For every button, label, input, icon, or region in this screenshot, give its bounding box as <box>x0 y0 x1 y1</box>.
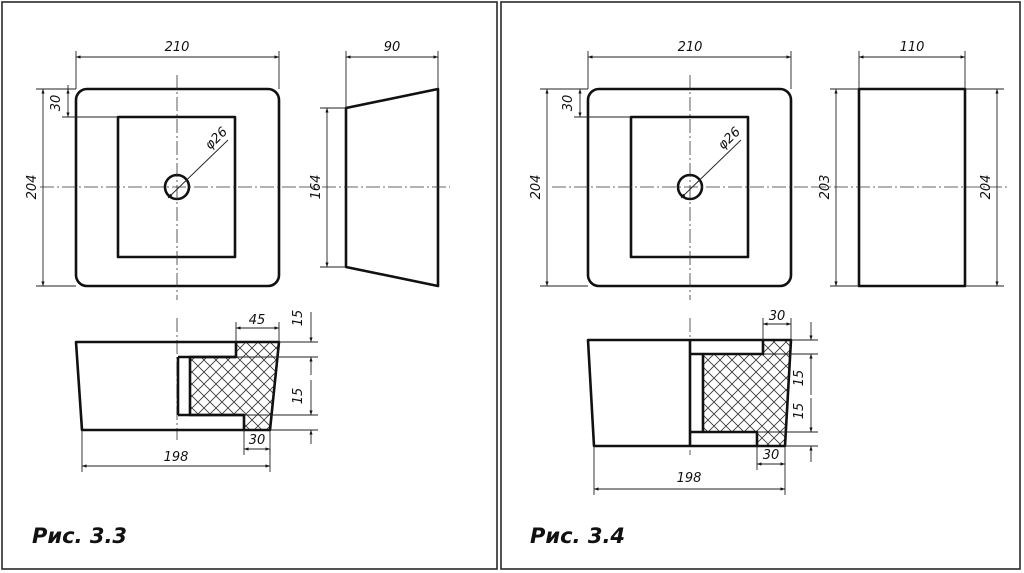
dim-sec-base: 198 <box>677 471 702 486</box>
panel-frame-left <box>1 1 498 570</box>
dim-height: 204 <box>529 175 544 200</box>
hole-leader <box>680 139 742 199</box>
figure-3-4: φ26 210 204 30 110 20 <box>500 1 1021 570</box>
dim-side-height-left: 203 <box>818 175 833 200</box>
dim-sec-t1: 15 <box>291 310 306 327</box>
side-view-left: 90 164 <box>300 40 450 288</box>
recess-edges <box>178 355 190 417</box>
dim-width: 210 <box>165 40 190 55</box>
dim-width: 210 <box>678 40 703 55</box>
side-view-right: 110 203 204 <box>812 40 1010 288</box>
dim-inset: 30 <box>49 95 64 112</box>
side-trapezoid <box>344 87 440 288</box>
panel-frame-right <box>500 1 1021 570</box>
section-hatch <box>190 342 279 430</box>
hole-diameter-label: φ26 <box>202 125 230 153</box>
dim-side-width: 110 <box>900 40 925 55</box>
section-inner <box>190 355 244 417</box>
dim-sec-bottom: 30 <box>249 433 266 448</box>
front-view-right: φ26 210 204 30 <box>529 40 812 300</box>
dim-sec-t2: 15 <box>792 403 807 420</box>
dim-sec-top: 30 <box>769 309 786 324</box>
dim-sec-top: 45 <box>249 313 266 328</box>
outer-contour <box>586 87 793 288</box>
dim-height: 204 <box>25 175 40 200</box>
front-view-left: φ26 210 204 30 <box>25 40 300 300</box>
section-outline <box>236 340 281 432</box>
figure-3-3: φ26 210 204 30 90 <box>1 1 498 570</box>
figure-caption: Рис. 3.4 <box>530 524 625 548</box>
section-view-left: 45 15 15 30 198 <box>74 310 318 472</box>
section-outline <box>757 338 793 448</box>
hole-diameter-label: φ26 <box>715 125 743 153</box>
hole-leader <box>167 139 229 199</box>
dim-side-height-right: 204 <box>979 175 994 200</box>
figure-caption: Рис. 3.3 <box>32 524 127 548</box>
outer-contour <box>74 87 281 288</box>
recess-edges <box>690 352 703 434</box>
dim-side-width: 90 <box>384 40 401 55</box>
dim-sec-t2: 15 <box>291 388 306 405</box>
dim-inset: 30 <box>561 95 576 112</box>
dim-sec-bottom: 30 <box>763 448 780 463</box>
dim-sec-t1: 15 <box>792 370 807 387</box>
section-hatch <box>703 340 791 446</box>
side-rectangle <box>857 87 967 288</box>
dim-sec-base: 198 <box>164 450 189 465</box>
dim-side-height: 164 <box>309 175 324 200</box>
section-view-right: 30 15 15 30 198 <box>586 309 818 495</box>
